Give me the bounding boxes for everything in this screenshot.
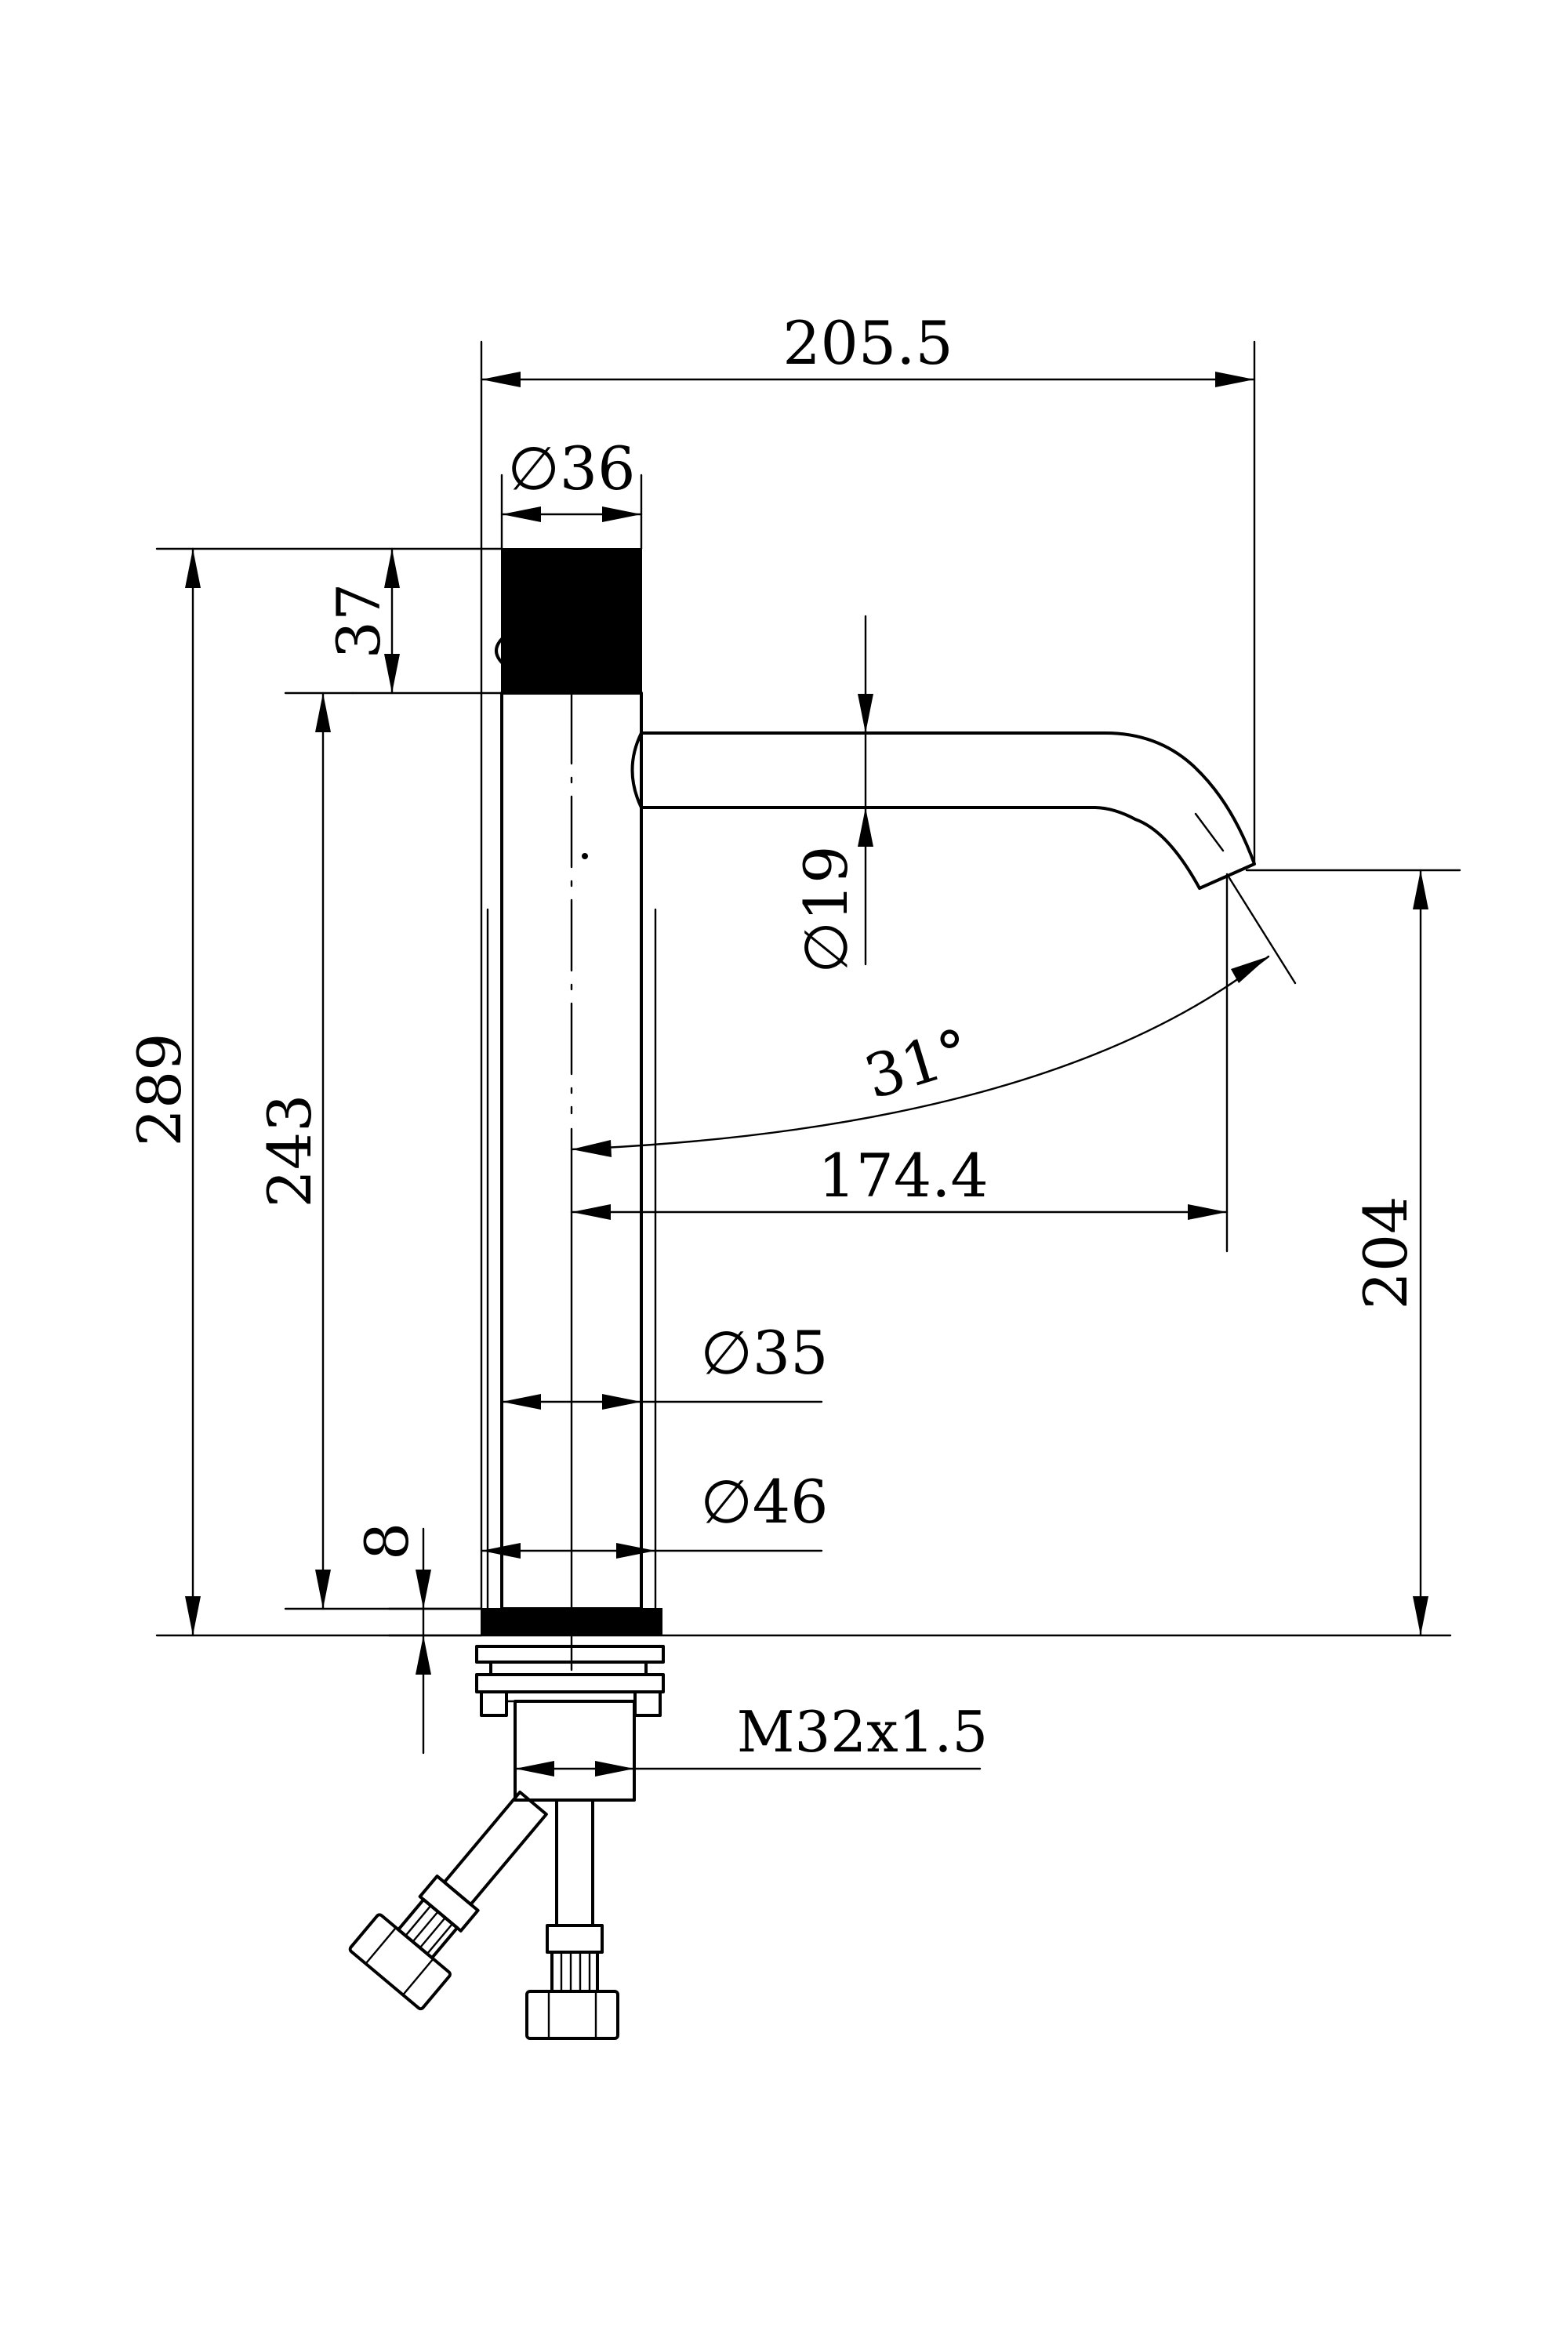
label-diameter-35: ∅35 <box>701 1318 829 1388</box>
dim-base-diameter: ∅46 <box>480 1467 829 1559</box>
dim-spout-reach-total: 205.5 <box>480 308 1256 1610</box>
threaded-shank <box>514 1700 636 1802</box>
label-205-5: 205.5 <box>782 308 953 378</box>
label-m32x1-5: M32x1.5 <box>737 1699 988 1765</box>
vertical-hose-nut <box>525 1990 619 2040</box>
faucet-handle <box>501 548 642 694</box>
mounting-washer <box>475 1645 665 1664</box>
dim-total-height: 289 <box>125 547 1452 1637</box>
faucet-spout <box>640 731 1256 890</box>
dim-body-diameter: ∅35 <box>500 1318 829 1410</box>
dim-thread: M32x1.5 <box>514 1699 988 1777</box>
dim-body-height: 243 <box>255 691 483 1610</box>
dim-handle-diameter: ∅36 <box>500 434 643 550</box>
label-204: 204 <box>1351 1196 1421 1309</box>
label-diameter-19: ∅19 <box>791 846 861 974</box>
label-8: 8 <box>352 1523 422 1560</box>
dim-spout-reach-center: 174.4 <box>570 877 1229 1253</box>
base-ring <box>481 1608 662 1636</box>
label-diameter-46: ∅46 <box>701 1467 829 1537</box>
vertical-hose <box>555 1798 594 1927</box>
label-243: 243 <box>255 1094 325 1207</box>
dim-outlet-height: 204 <box>1245 869 1461 1637</box>
label-37: 37 <box>324 583 394 659</box>
label-174-4: 174.4 <box>818 1141 989 1210</box>
label-diameter-36: ∅36 <box>508 434 636 503</box>
label-289: 289 <box>125 1033 194 1146</box>
dim-handle-height: 37 <box>155 547 503 695</box>
angled-hose <box>348 1790 548 2011</box>
dim-spout-diameter: ∅19 <box>791 615 873 974</box>
faucet-outline <box>348 548 1256 2040</box>
dim-spout-angle: 31° <box>570 873 1297 1157</box>
dim-base-ring-height: 8 <box>352 1523 483 1755</box>
